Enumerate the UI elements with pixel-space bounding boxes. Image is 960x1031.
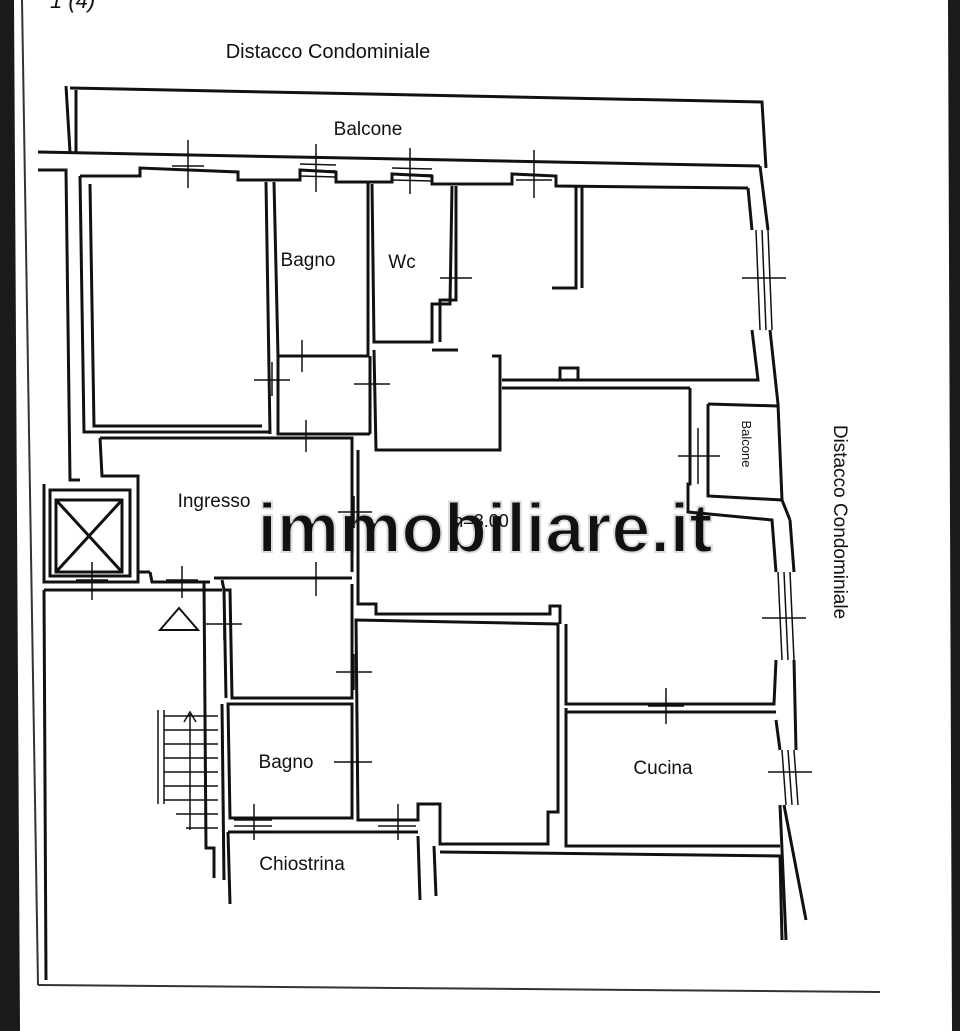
stairs <box>157 710 218 830</box>
right-boundary-label: Distacco Condominiale <box>829 425 850 619</box>
upper-bathroom-label: Bagno <box>281 250 336 271</box>
paper-sheet <box>14 0 952 1031</box>
walls <box>37 85 808 981</box>
top-balcony-label: Balcone <box>334 119 403 140</box>
courtyard-label: Chiostrina <box>259 854 345 875</box>
lower-bathroom-label: Bagno <box>259 752 314 773</box>
kitchen-label: Cucina <box>633 758 693 779</box>
entrance-label: Ingresso <box>178 491 251 512</box>
side-balcony-label: Balcone <box>739 421 754 468</box>
door-marks <box>76 140 812 840</box>
top-boundary-label: Distacco Condominiale <box>226 41 431 63</box>
ceiling-height-label: h=3.00 <box>453 511 509 531</box>
top-balcony-outline <box>69 86 768 169</box>
entrance-marker <box>157 606 201 631</box>
header-scribble: 1 (4) <box>50 0 95 13</box>
wc-label: Wc <box>388 252 415 273</box>
page-border <box>21 0 881 993</box>
windows <box>234 163 799 833</box>
watermark: immobiliare.it <box>257 489 712 567</box>
